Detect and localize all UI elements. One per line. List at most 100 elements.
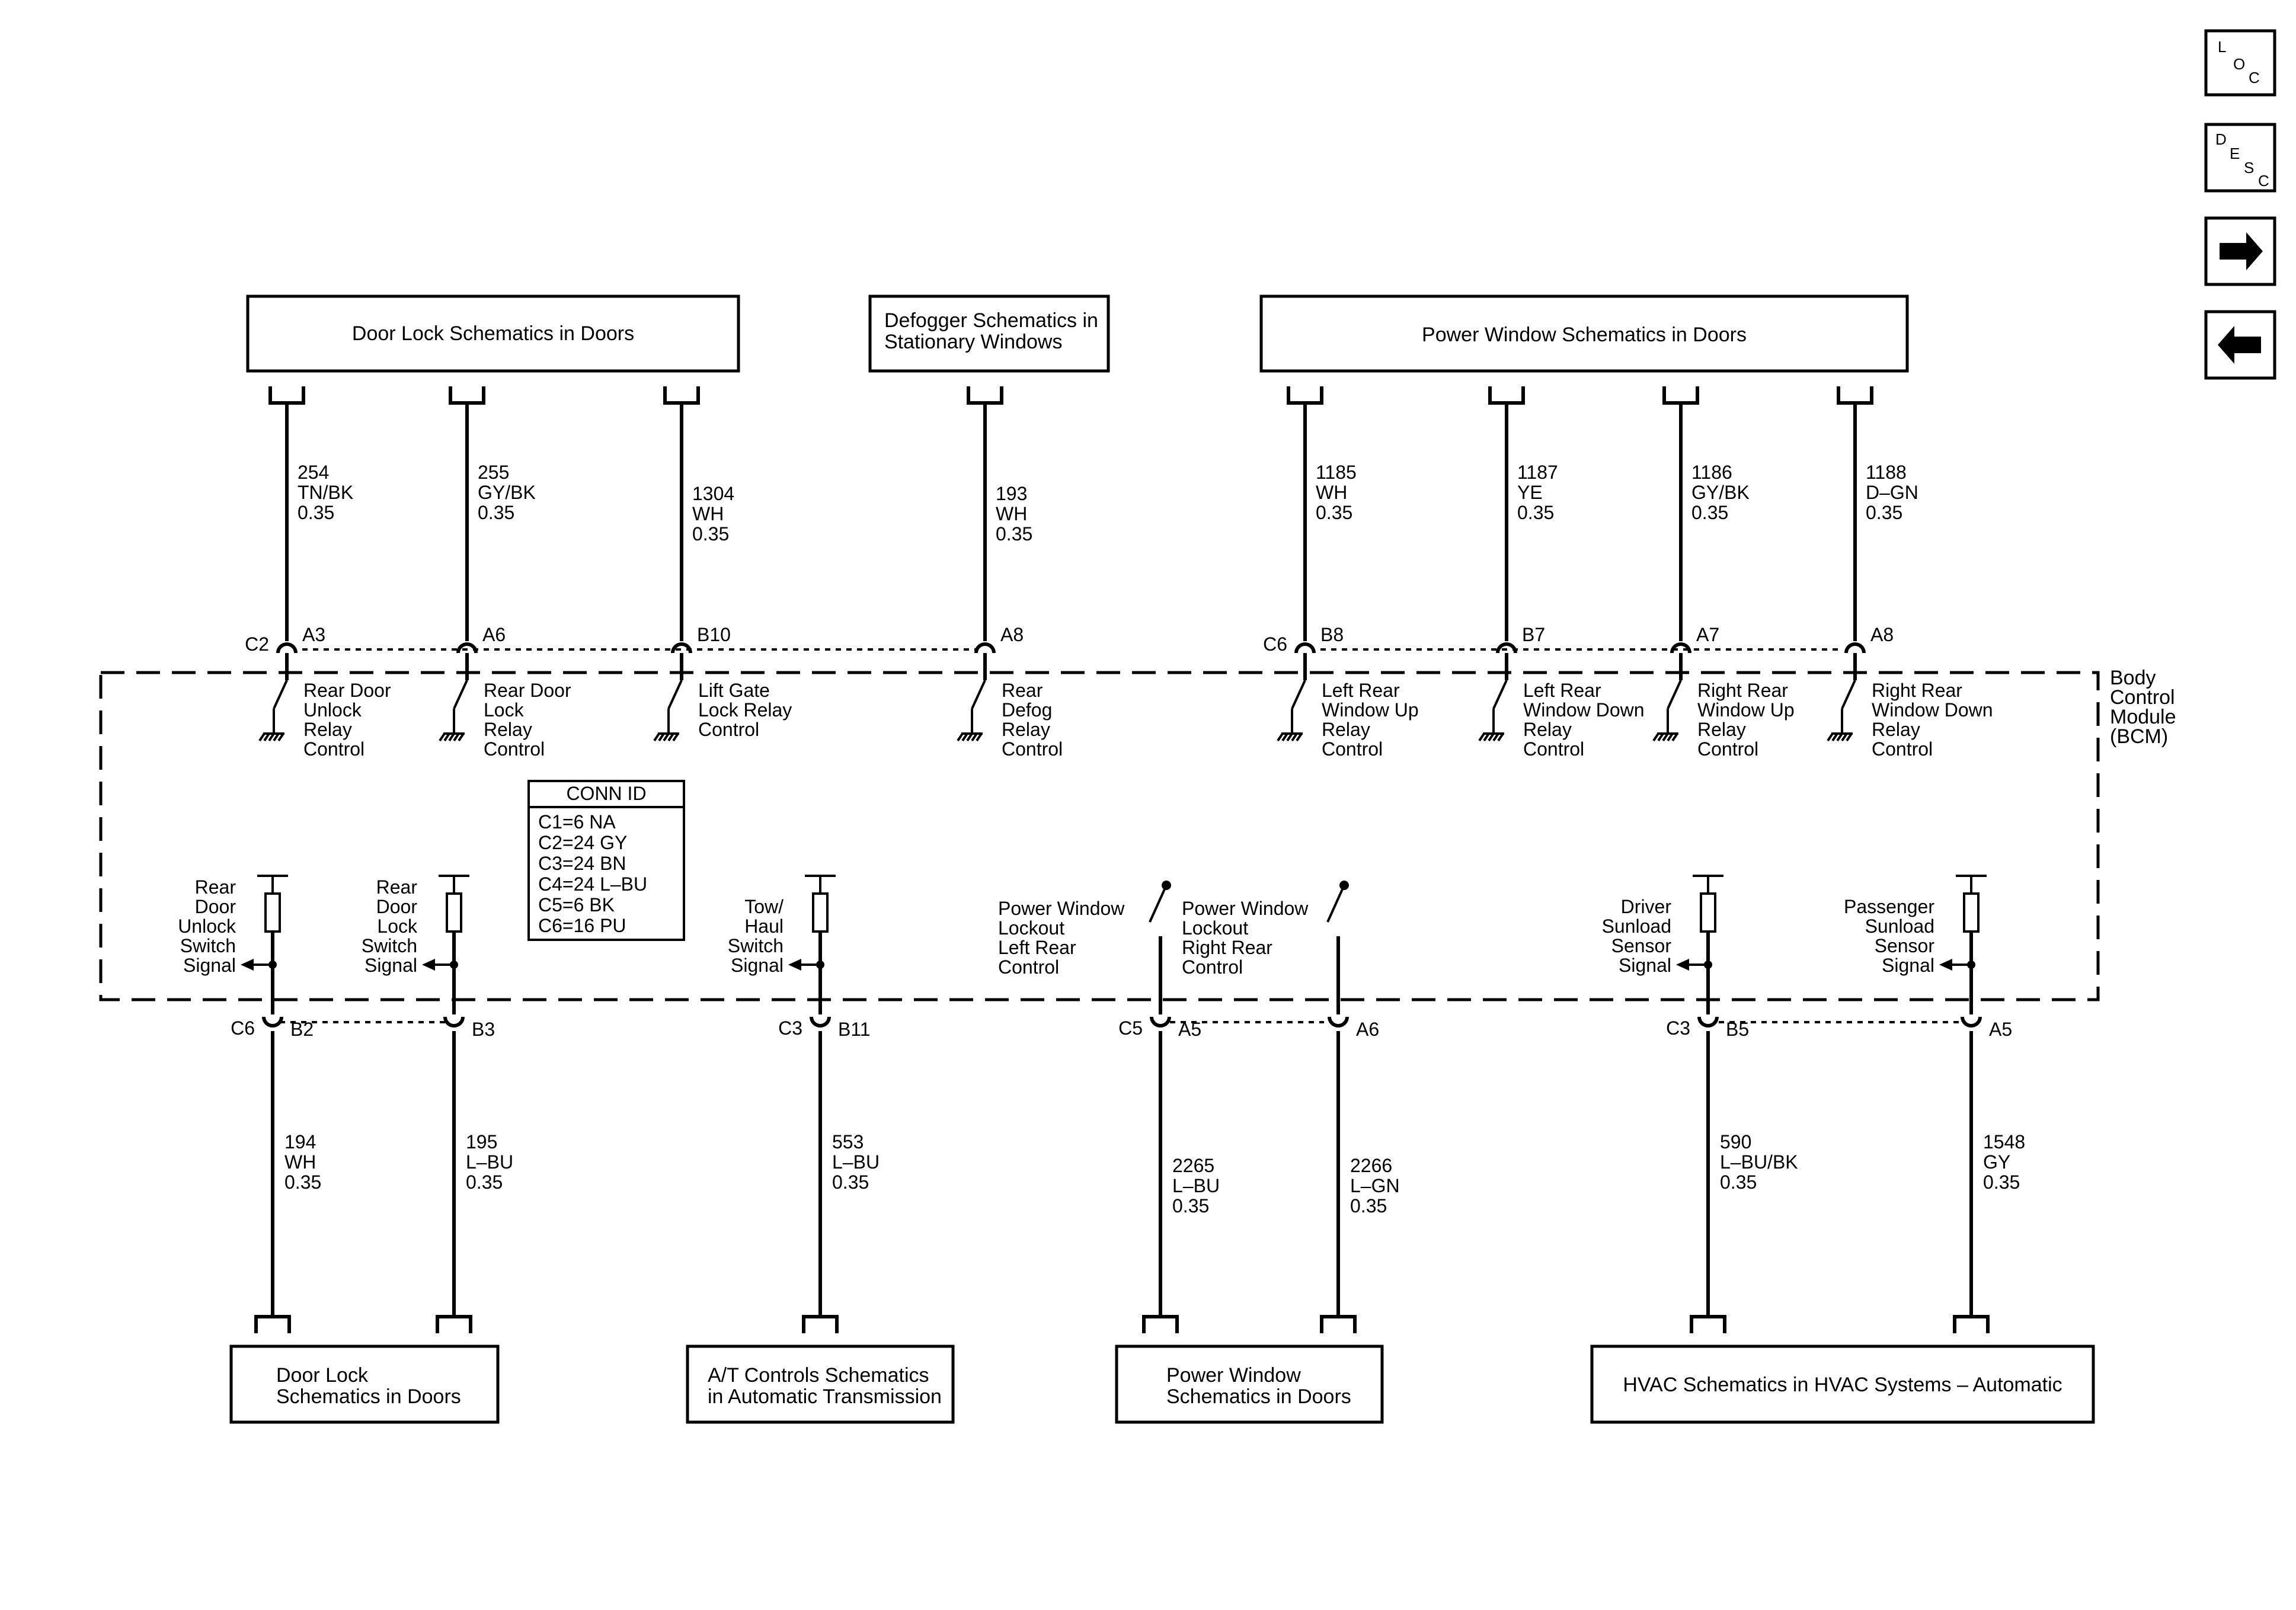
function-label: Relay bbox=[1002, 719, 1050, 740]
ground-icon-hatch bbox=[1827, 732, 1834, 742]
terminal-icon bbox=[1690, 1315, 1726, 1333]
top-box-door-lock[interactable]: Door Lock Schematics in Doors bbox=[246, 295, 740, 373]
function-label: Control bbox=[1002, 738, 1063, 760]
switch-contact-icon bbox=[1149, 885, 1168, 923]
wire-label: 0.35 bbox=[832, 1172, 869, 1193]
switch-contact-icon bbox=[1841, 680, 1856, 709]
function-label: Control bbox=[1523, 738, 1584, 760]
terminal-icon bbox=[1142, 1315, 1179, 1333]
wire-label: L–GN bbox=[1350, 1175, 1400, 1196]
ground-icon-hatch bbox=[658, 732, 665, 742]
wire-label: 553 bbox=[832, 1131, 864, 1153]
bottom-box-power-window-label-1: Power Window bbox=[1166, 1364, 1301, 1387]
ground-icon-hatch bbox=[1296, 732, 1303, 742]
desc-letter-c: C bbox=[2258, 172, 2269, 190]
function-label: Signal bbox=[1882, 955, 1934, 976]
bottom-box-power-window[interactable]: Power Window Schematics in Doors bbox=[1115, 1345, 1384, 1424]
ground-icon-hatch bbox=[653, 732, 660, 742]
previous-page-button[interactable] bbox=[2204, 310, 2276, 380]
pin-label: B10 bbox=[697, 624, 731, 645]
pin-arc-icon bbox=[1294, 642, 1316, 654]
ground-icon-hatch bbox=[439, 732, 446, 742]
ground-icon-hatch bbox=[1846, 732, 1853, 742]
pin-arc-icon bbox=[1150, 1016, 1171, 1028]
wire-label: 0.35 bbox=[298, 502, 334, 523]
pin-arc-icon bbox=[262, 1016, 283, 1028]
terminal-icon bbox=[1953, 1315, 1990, 1333]
function-label: Door bbox=[376, 896, 418, 917]
function-label: Relay bbox=[1697, 719, 1746, 740]
bottom-box-hvac[interactable]: HVAC Schematics in HVAC Systems – Automa… bbox=[1590, 1345, 2095, 1424]
terminal-icon bbox=[967, 386, 1003, 405]
wire-label: 1185 bbox=[1316, 462, 1357, 483]
function-label: Rear bbox=[195, 876, 236, 898]
wire-label: GY bbox=[1983, 1151, 2010, 1173]
connector-label: C6 bbox=[1263, 633, 1287, 655]
function-label: Control bbox=[698, 719, 759, 740]
loc-letter-l: L bbox=[2218, 38, 2226, 56]
function-label: Relay bbox=[1322, 719, 1370, 740]
terminal-icon bbox=[1662, 386, 1699, 405]
function-label: Window Down bbox=[1523, 699, 1645, 721]
top-box-defogger[interactable]: Defogger Schematics in Stationary Window… bbox=[868, 295, 1110, 373]
wire-label: WH bbox=[1316, 482, 1347, 503]
desc-letter-s: S bbox=[2244, 159, 2254, 177]
resistor-icon bbox=[1700, 892, 1716, 933]
desc-button[interactable]: D E S C bbox=[2204, 123, 2276, 193]
wire-label: 0.35 bbox=[1350, 1195, 1387, 1217]
ground-icon-hatch bbox=[1841, 732, 1848, 742]
function-label: Sensor bbox=[1611, 935, 1672, 956]
function-label: Relay bbox=[484, 719, 532, 740]
pin-arc-icon bbox=[1844, 642, 1866, 654]
function-label: Tow/ bbox=[744, 896, 784, 917]
function-label: Signal bbox=[1619, 955, 1671, 976]
ground-icon-hatch bbox=[1667, 732, 1674, 742]
function-label: Lift Gate bbox=[698, 680, 770, 701]
ground-icon-hatch bbox=[448, 732, 455, 742]
ground-icon-hatch bbox=[957, 732, 964, 742]
function-label: Control bbox=[1322, 738, 1383, 760]
wire-label: 0.35 bbox=[1691, 502, 1728, 523]
terminal-icon bbox=[436, 1315, 472, 1333]
wire-label: 0.35 bbox=[284, 1172, 321, 1193]
pin-label: A5 bbox=[1989, 1019, 2012, 1040]
function-label: Rear bbox=[1002, 680, 1043, 701]
wire-label: 0.35 bbox=[1517, 502, 1554, 523]
conn-id-row: C5=6 BK bbox=[538, 894, 615, 916]
pin-label: A6 bbox=[482, 624, 506, 645]
function-label: Lockout bbox=[1182, 917, 1248, 939]
terminal-icon bbox=[1287, 386, 1323, 405]
terminal-icon bbox=[254, 1315, 291, 1333]
connector-label: C3 bbox=[778, 1017, 802, 1039]
pin-arc-icon bbox=[1961, 1016, 1982, 1028]
ground-icon-hatch bbox=[1662, 732, 1669, 742]
switch-contact-icon bbox=[1667, 680, 1682, 709]
wire-label: 1548 bbox=[1983, 1131, 2025, 1153]
wire-label: GY/BK bbox=[478, 482, 536, 503]
bottom-box-at-controls[interactable]: A/T Controls Schematics in Automatic Tra… bbox=[686, 1345, 955, 1424]
wire-label: 1188 bbox=[1866, 462, 1907, 483]
conn-id-title: CONN ID bbox=[566, 783, 646, 804]
loc-letter-c: C bbox=[2249, 69, 2260, 87]
ground-icon-hatch bbox=[273, 732, 280, 742]
bottom-box-door-lock[interactable]: Door Lock Schematics in Doors bbox=[229, 1345, 500, 1424]
terminal-icon bbox=[268, 386, 305, 405]
loc-button[interactable]: L O C bbox=[2204, 29, 2276, 97]
wire-label: 0.35 bbox=[478, 502, 514, 523]
pin-arc-icon bbox=[443, 1016, 465, 1028]
top-box-power-window[interactable]: Power Window Schematics in Doors bbox=[1259, 295, 1909, 373]
resistor-icon bbox=[812, 892, 829, 933]
pin-arc-icon bbox=[1697, 1016, 1719, 1028]
pin-arc-icon bbox=[1496, 642, 1517, 654]
next-page-button[interactable] bbox=[2204, 216, 2276, 286]
switch-contact-icon bbox=[273, 680, 288, 709]
wire-label: 0.35 bbox=[996, 523, 1032, 545]
bottom-box-door-lock-label-2: Schematics in Doors bbox=[276, 1385, 461, 1408]
conn-id-row: C3=24 BN bbox=[538, 853, 626, 874]
wire-label: 0.35 bbox=[466, 1172, 503, 1193]
ground-icon-hatch bbox=[263, 732, 270, 742]
ground-icon-hatch bbox=[1291, 732, 1298, 742]
ground-icon-hatch bbox=[1836, 732, 1843, 742]
